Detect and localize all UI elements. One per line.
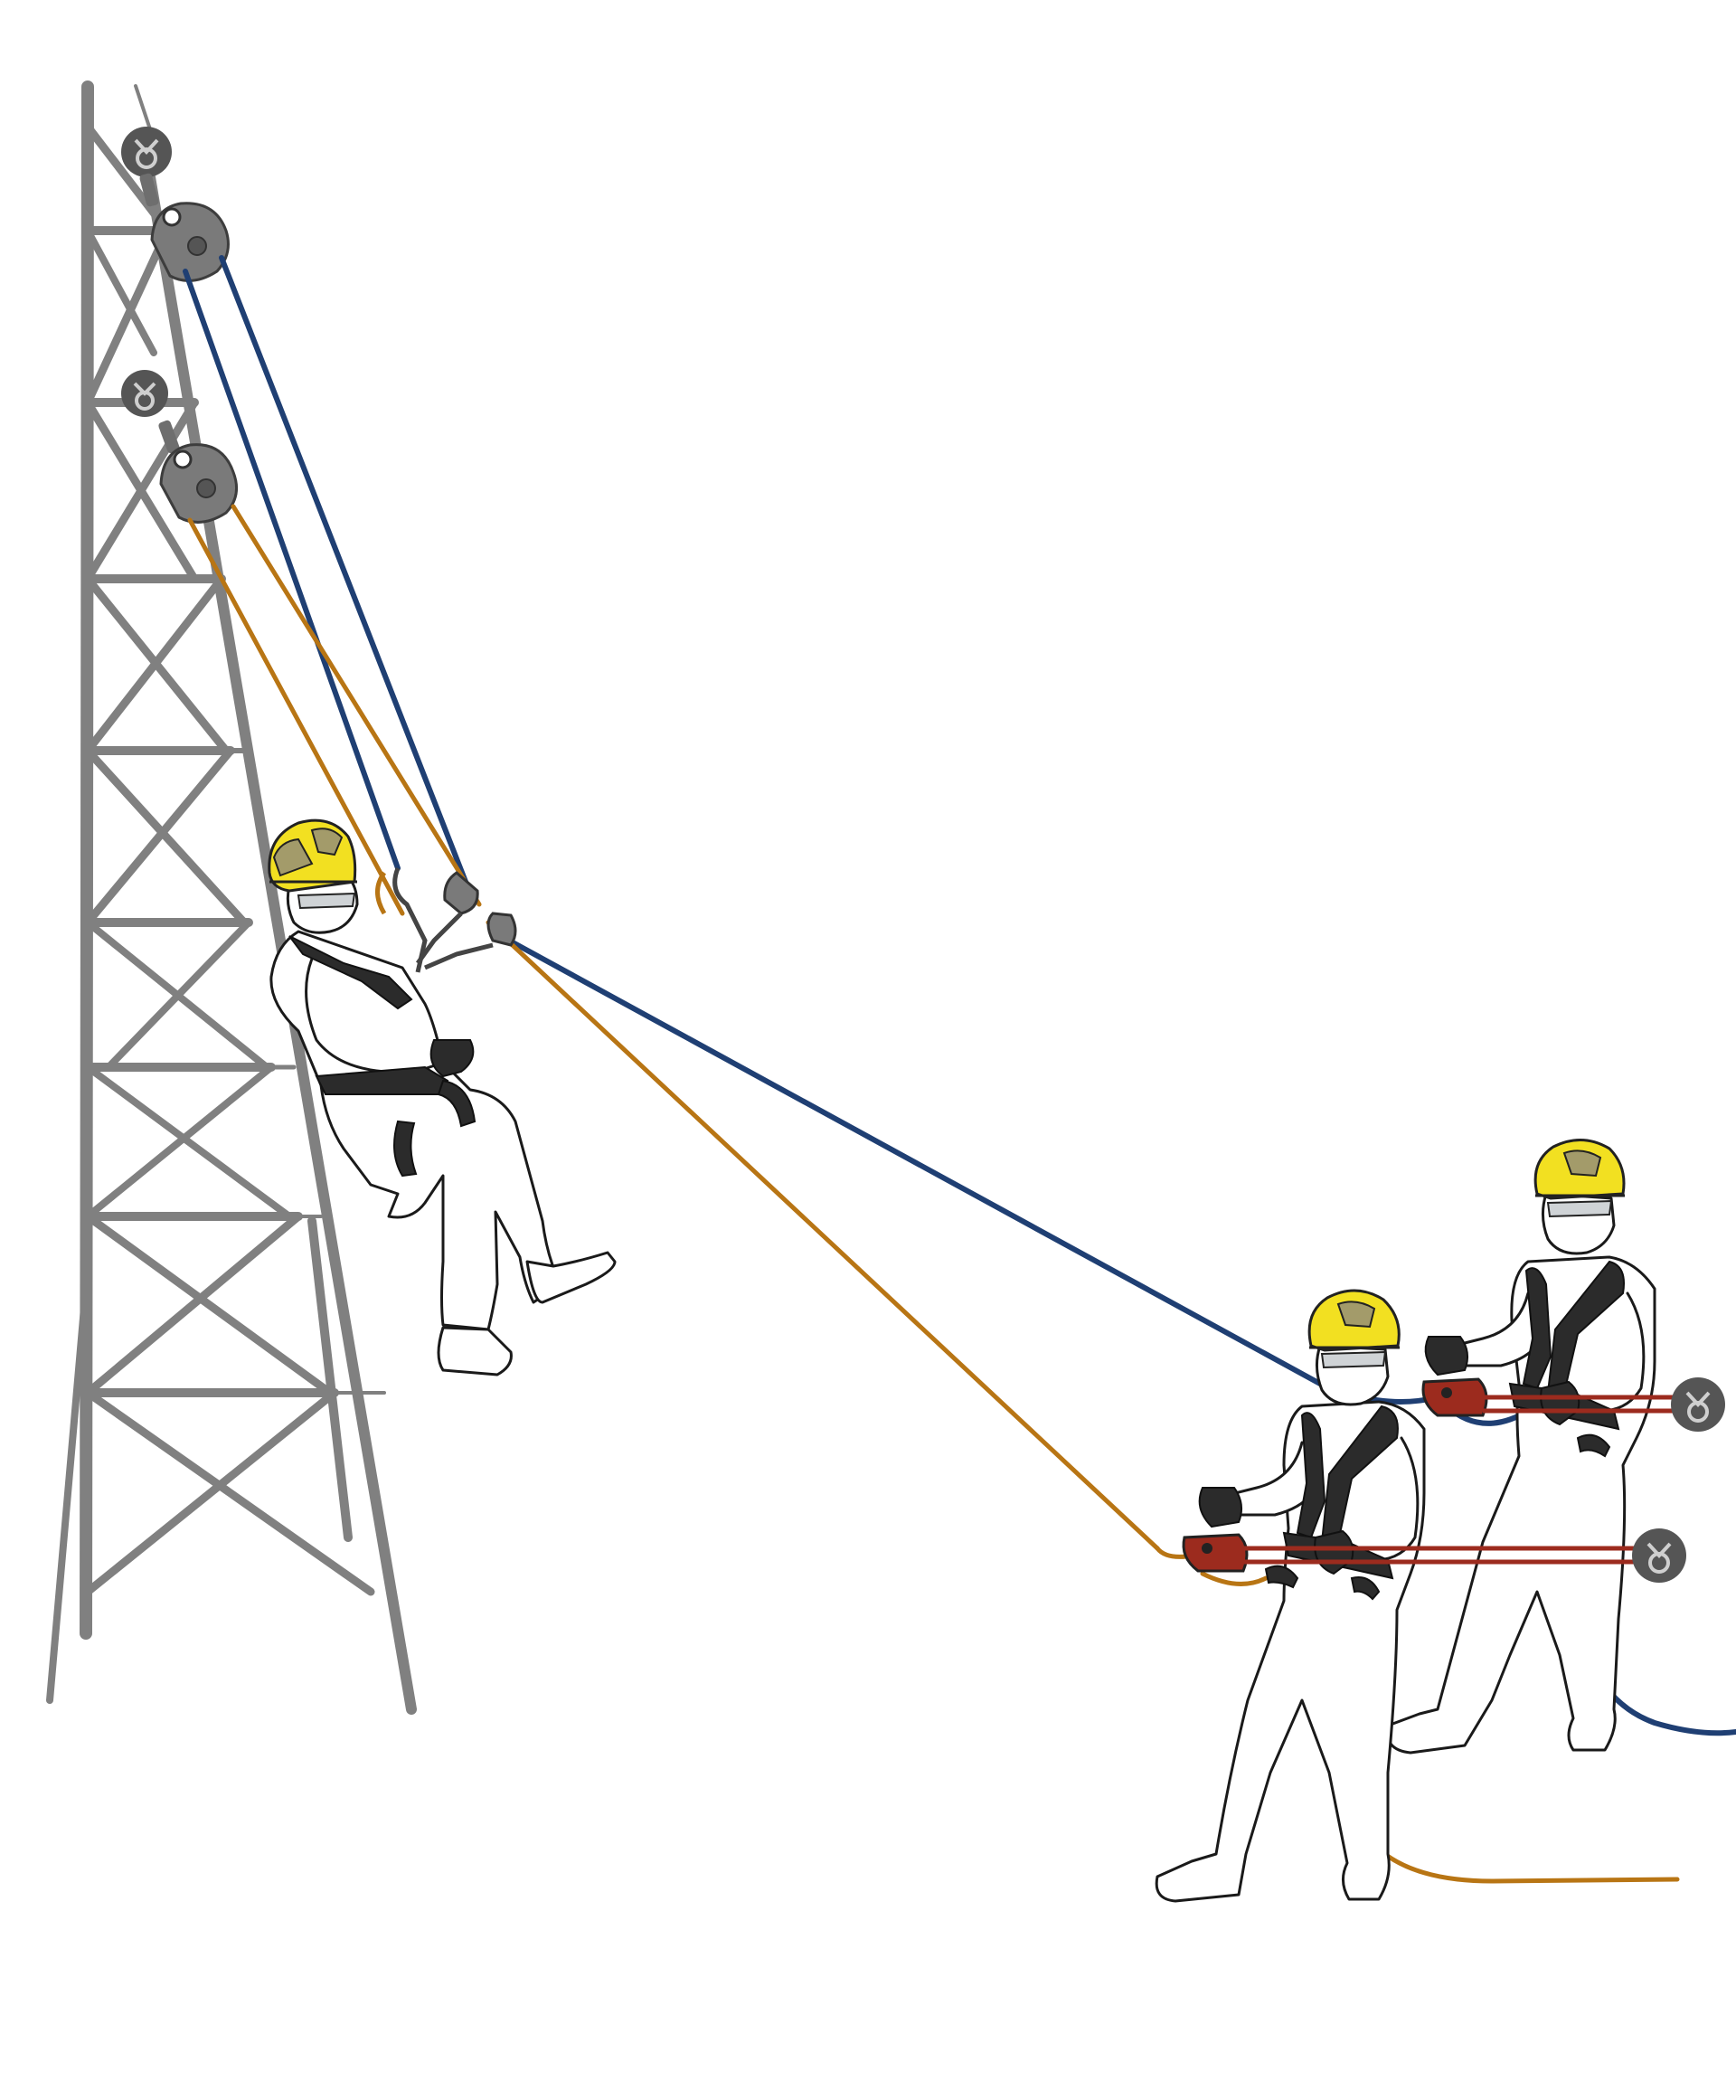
ground-anchor-back: [1671, 1377, 1725, 1432]
upper-pulley: [150, 202, 230, 282]
suspended-worker: [268, 818, 617, 1376]
belayer-front: [1155, 1289, 1655, 1903]
ground-anchor-front: [1632, 1528, 1686, 1583]
upper-anchor: [121, 127, 172, 207]
descender-device-icon: [1421, 1377, 1488, 1417]
descender-device-icon: [1182, 1533, 1249, 1573]
lower-pulley: [159, 443, 239, 524]
lattice-tower: [46, 80, 417, 1715]
lower-anchor: [121, 370, 180, 454]
belayer-back: [1385, 1138, 1691, 1755]
rigging-plate: [375, 867, 517, 973]
